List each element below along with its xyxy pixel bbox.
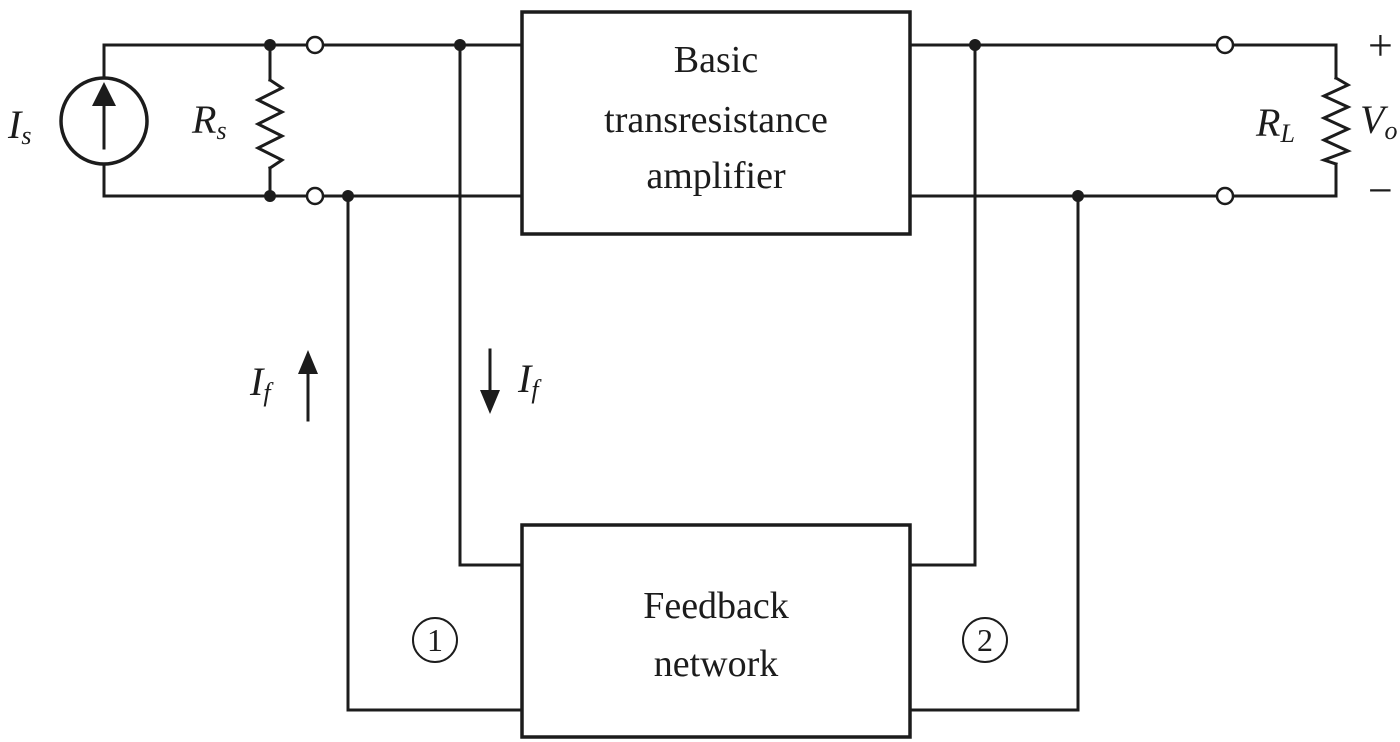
feedback-line-2: network [654,643,779,685]
source-label: Is [7,102,31,150]
feedback-block: Feedback network [520,523,912,739]
rs-label: Rs [191,97,227,145]
feedback-current-up-arrow [298,350,318,422]
load-bottom-wire [1228,162,1338,198]
feedback-input-bottom-wire [346,194,524,712]
amplifier-line-3: amplifier [646,155,786,197]
wires [102,43,1338,712]
rl-label: RL [1255,100,1295,148]
plus-sign: + [1368,21,1393,70]
load-top-wire [1228,43,1338,80]
feedback-current-down-arrow [480,348,500,414]
port-2-label: 2 [962,617,1008,663]
amplifier-line-1: Basic [674,39,758,81]
svg-text:1: 1 [427,622,443,658]
amplifier-block: Basic transresistance amplifier [520,10,912,236]
open-terminals [305,35,1235,206]
feedback-output-bottom-wire [908,194,1080,712]
source-resistor [254,77,286,171]
feedback-output-top-wire [908,43,977,567]
output-voltage-label: Vo [1360,97,1397,145]
feedback-current-left-label: If [249,359,274,407]
port-1-label: 1 [412,617,458,663]
feedback-input-top-wire [458,43,524,567]
minus-sign: − [1368,166,1393,215]
junction-nodes [264,39,1084,202]
current-source [59,76,149,166]
amplifier-line-2: transresistance [604,99,828,141]
svg-text:2: 2 [977,622,993,658]
load-resistor [1319,75,1352,166]
feedback-current-right-label: If [517,356,542,404]
feedback-line-1: Feedback [643,585,789,627]
